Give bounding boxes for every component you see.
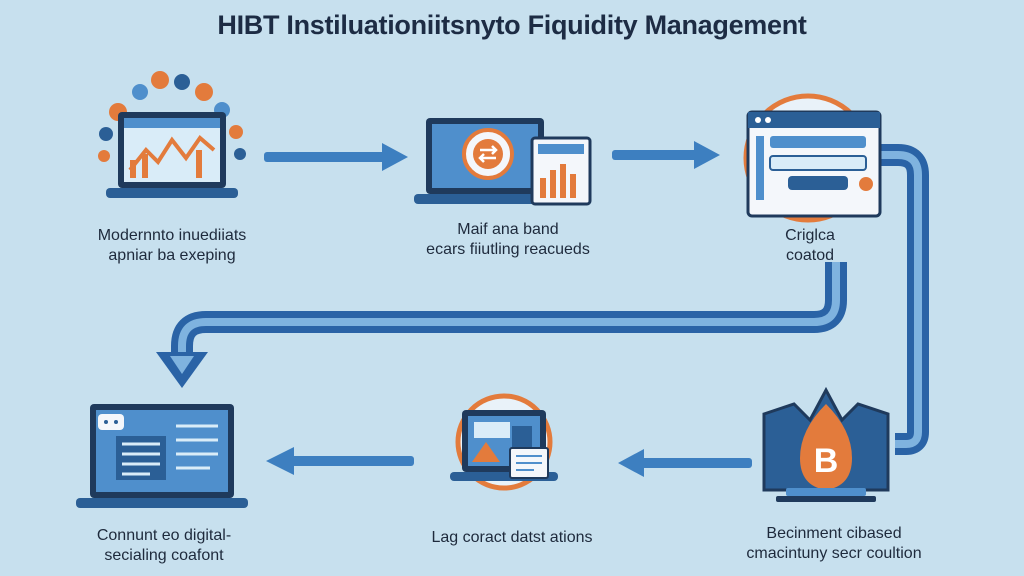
svg-text:B: B [814, 442, 839, 480]
laptop-document-icon [76, 404, 248, 508]
step1-caption-line2: apniar ba exeping [108, 247, 236, 264]
step5-caption-line1: Lag coract datst ations [431, 529, 593, 546]
step4-caption-line2: cmacintuny secr coultion [746, 545, 922, 562]
laptop-exchange-icon [414, 118, 592, 206]
arrow-2-to-3 [612, 141, 720, 169]
laptop-chart-icon [98, 71, 246, 198]
diagram-title: HIBT Instiluationiitsnyto Fiquidity Mana… [217, 10, 807, 40]
browser-window-icon [743, 93, 882, 223]
step4-caption: Becinment cibased cmacintuny secr coulti… [720, 524, 948, 564]
step3-caption: Criglca coatod [760, 226, 860, 266]
step1-caption-line1: Modernnto inuediiats [97, 227, 247, 244]
step4-caption-line1: Becinment cibased [766, 525, 902, 542]
arrow-4-to-5 [618, 449, 752, 477]
bitcoin-shield-icon: B [762, 386, 890, 502]
step2-caption-line2: ecars fiiutling reacueds [426, 241, 590, 258]
laptop-warning-icon [450, 393, 558, 491]
step6-caption-line1: Connunt eo digital- [96, 527, 232, 544]
step2-caption-line1: Maif ana band [457, 221, 559, 238]
step3-caption-line1: Criglca [785, 227, 835, 244]
arrow-5-to-6 [266, 447, 414, 475]
pipe-3-to-4 [848, 144, 929, 455]
step6-caption: Connunt eo digital- secialing coafont [64, 526, 264, 566]
arrow-1-to-2 [264, 143, 408, 171]
step2-caption: Maif ana band ecars fiiutling reacueds [398, 220, 618, 260]
step3-caption-line2: coatod [785, 247, 835, 264]
step5-caption: Lag coract datst ations [400, 528, 624, 548]
pipe-3-to-6 [156, 262, 847, 388]
step1-caption: Modernnto inuediiats apniar ba exeping [62, 226, 282, 266]
step6-caption-line2: secialing coafont [104, 547, 224, 564]
